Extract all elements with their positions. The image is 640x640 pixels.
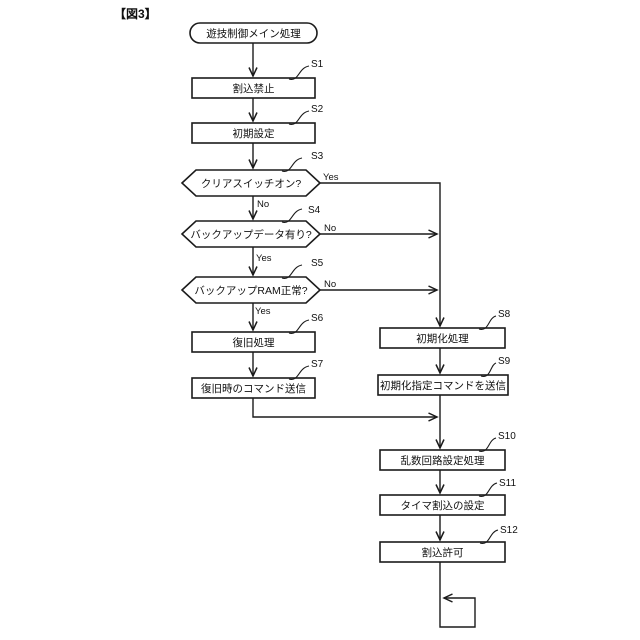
- s6-step-number: S6: [311, 313, 324, 324]
- s5-decision-label: バックアップRAM正常?: [194, 284, 307, 297]
- s5-label-connector: [281, 264, 303, 279]
- s1-process-label: 割込禁止: [233, 82, 275, 95]
- s11-label-connector: [478, 482, 498, 497]
- s6-process-label: 復旧処理: [233, 336, 275, 349]
- s5-step-number: S5: [311, 258, 324, 269]
- s6-label-connector: [288, 319, 310, 334]
- s11-step-number: S11: [499, 478, 516, 489]
- s3-no-branch-label: No: [257, 199, 269, 210]
- s5-no-branch-label: No: [324, 279, 336, 290]
- step-label-s12: S12: [479, 525, 518, 544]
- s8-label-connector: [478, 315, 497, 330]
- s3-decision-label: クリアスイッチオン?: [201, 178, 301, 190]
- node-s10: 乱数回路設定処理: [379, 449, 506, 471]
- start-terminal-shape: [189, 22, 318, 44]
- s10-process-label: 乱数回路設定処理: [401, 454, 485, 467]
- s12-label-connector: [479, 529, 499, 544]
- s9-step-number: S9: [498, 356, 511, 367]
- s7-process-shape: [191, 377, 316, 399]
- s4-decision-label: バックアップデータ有り?: [190, 228, 311, 241]
- s4-no-branch-label: No: [324, 223, 336, 234]
- s8-process-label: 初期化処理: [416, 332, 469, 345]
- s1-process-shape: [191, 77, 316, 99]
- node-start: 遊技制御メイン処理: [189, 22, 318, 44]
- s1-label-connector: [288, 65, 310, 80]
- s12-step-number: S12: [500, 525, 518, 536]
- figure-label: 【図3】: [114, 6, 157, 21]
- step-label-s5: S5: [281, 258, 324, 279]
- s1-step-number: S1: [311, 59, 324, 70]
- node-s3: クリアスイッチオン?: [180, 169, 322, 197]
- s3-yes-branch-label: Yes: [323, 172, 339, 183]
- node-s2: 初期設定: [191, 122, 316, 144]
- s2-label-connector: [288, 110, 310, 125]
- branch-labels: Yes No No Yes No Yes: [255, 172, 339, 317]
- s3-decision-shape: [180, 169, 322, 197]
- step-label-s8: S8: [478, 309, 511, 330]
- s12-process-shape: [379, 541, 506, 563]
- step-label-s6: S6: [288, 313, 324, 334]
- connector-s3-yes-to-s8: [320, 182, 445, 328]
- s10-process-shape: [379, 449, 506, 471]
- node-s9: 初期化指定コマンドを送信: [377, 374, 509, 396]
- node-s8: 初期化処理: [379, 327, 506, 349]
- s2-process-shape: [191, 122, 316, 144]
- s9-process-label: 初期化指定コマンドを送信: [380, 379, 506, 392]
- step-label-s4: S4: [281, 205, 321, 223]
- connector-loop-back: [439, 562, 476, 628]
- step-label-s2: S2: [288, 104, 324, 125]
- node-s1: 割込禁止: [191, 77, 316, 99]
- s4-yes-branch-label: Yes: [256, 253, 272, 264]
- s10-step-number: S10: [498, 431, 516, 442]
- node-s12: 割込許可: [379, 541, 506, 563]
- s3-step-number: S3: [311, 151, 324, 162]
- node-s6: 復旧処理: [191, 331, 316, 353]
- step-label-s3: S3: [281, 151, 324, 172]
- node-s7: 復旧時のコマンド送信: [191, 377, 316, 399]
- node-s4: バックアップデータ有り?: [180, 220, 322, 248]
- s4-step-number: S4: [308, 205, 321, 216]
- step-label-s11: S11: [478, 478, 516, 497]
- s11-process-label: タイマ割込の設定: [401, 499, 485, 512]
- s7-step-number: S7: [311, 359, 324, 370]
- step-label-s1: S1: [288, 59, 324, 80]
- s4-decision-shape: [180, 220, 322, 248]
- step-label-s9: S9: [480, 356, 511, 377]
- s3-label-connector: [281, 157, 303, 172]
- s5-yes-branch-label: Yes: [255, 306, 271, 317]
- node-s11: タイマ割込の設定: [379, 494, 506, 516]
- s8-step-number: S8: [498, 309, 511, 320]
- s7-process-label: 復旧時のコマンド送信: [201, 382, 306, 395]
- start-terminal-label: 遊技制御メイン処理: [206, 27, 301, 40]
- s12-process-label: 割込許可: [422, 546, 464, 559]
- s10-label-connector: [478, 437, 497, 452]
- connectors: [248, 43, 476, 628]
- s8-process-shape: [379, 327, 506, 349]
- s11-process-shape: [379, 494, 506, 516]
- s9-label-connector: [480, 362, 497, 377]
- s6-process-shape: [191, 331, 316, 353]
- s5-decision-shape: [180, 276, 322, 304]
- s9-process-shape: [377, 374, 509, 396]
- s4-label-connector: [281, 208, 303, 223]
- step-label-s10: S10: [478, 431, 516, 452]
- connector-s7-to-mainline: [252, 398, 439, 422]
- s2-step-number: S2: [311, 104, 324, 115]
- s2-process-label: 初期設定: [233, 127, 275, 140]
- node-s5: バックアップRAM正常?: [180, 276, 322, 304]
- s7-label-connector: [288, 365, 310, 380]
- step-label-s7: S7: [288, 359, 324, 380]
